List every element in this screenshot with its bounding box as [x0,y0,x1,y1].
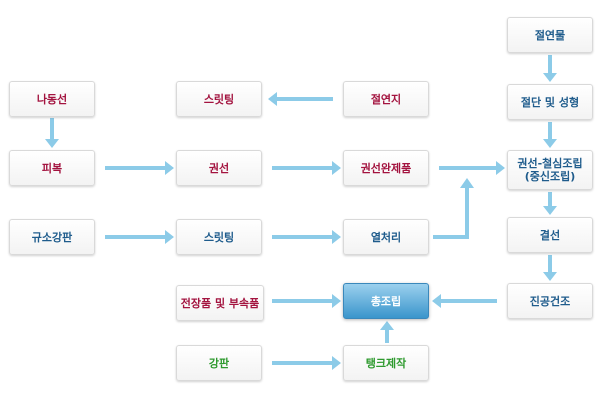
arrow-heat-to-core [433,178,474,239]
arrow-cutting-to-core [543,122,557,148]
node-slitting-top: 스릿팅 [176,81,262,117]
arrow-covering-to-winding [105,161,174,175]
arrow-winding-to-complete [272,161,341,175]
arrow-core-to-connection [543,192,557,215]
node-steel-plate: 강판 [176,345,262,381]
arrow-insulator-to-cutting [543,55,557,82]
arrow-tank-to-assembly [380,321,394,343]
arrow-insulating-to-slitting [268,92,333,106]
node-vacuum-drying: 진공건조 [507,283,593,319]
node-core-assembly: 권선-철심조립 (중신조립) [507,150,593,190]
arrow-steelplate-to-tank [272,356,341,370]
node-final-assembly: 총조립 [343,283,429,319]
arrow-complete-to-core [439,161,505,175]
arrow-slitting-to-heat [272,230,341,244]
arrow-copper-to-covering [45,118,59,148]
node-electrical-parts: 전장품 및 부속품 [176,285,264,321]
node-copper-wire: 나동선 [9,81,95,117]
node-winding-complete: 권선완제품 [343,150,429,186]
arrow-steel-to-slitting [105,230,174,244]
node-heat-treatment: 열처리 [343,219,429,255]
node-cutting-forming: 절단 및 성형 [507,84,593,120]
node-connection: 결선 [507,217,593,253]
node-slitting-mid: 스릿팅 [176,219,262,255]
arrow-connection-to-vacuum [543,255,557,281]
node-tank-making: 탱크제작 [343,345,429,381]
node-covering: 피복 [9,150,95,186]
node-insulator: 절연물 [507,17,593,53]
node-winding: 권선 [176,150,262,186]
arrow-parts-to-assembly [272,294,341,308]
arrow-vacuum-to-assembly [432,294,497,308]
node-insulating-paper: 절연지 [343,81,429,117]
node-silicon-steel: 규소강판 [9,219,95,255]
